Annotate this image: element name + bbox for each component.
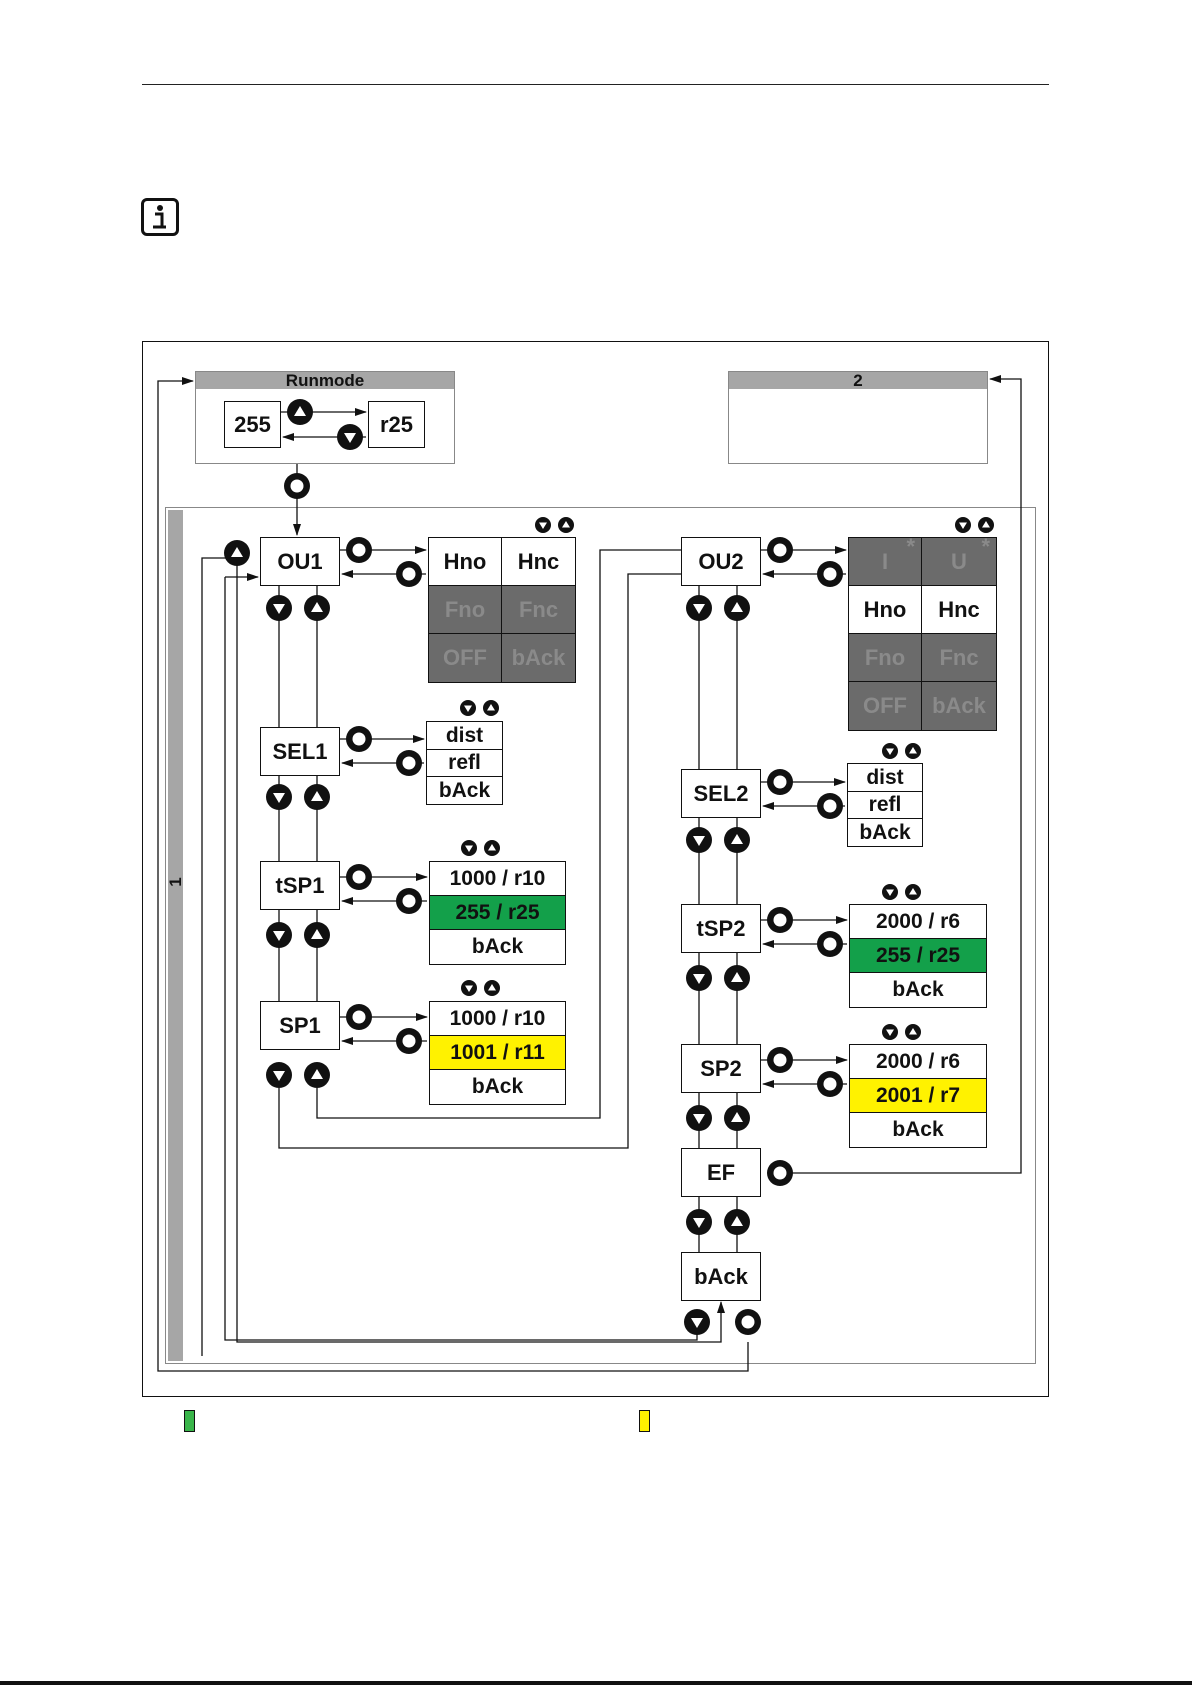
page-bottom-border	[0, 1681, 1192, 1685]
legend-yellow-swatch	[639, 1410, 650, 1432]
legend-green-swatch	[184, 1410, 195, 1432]
